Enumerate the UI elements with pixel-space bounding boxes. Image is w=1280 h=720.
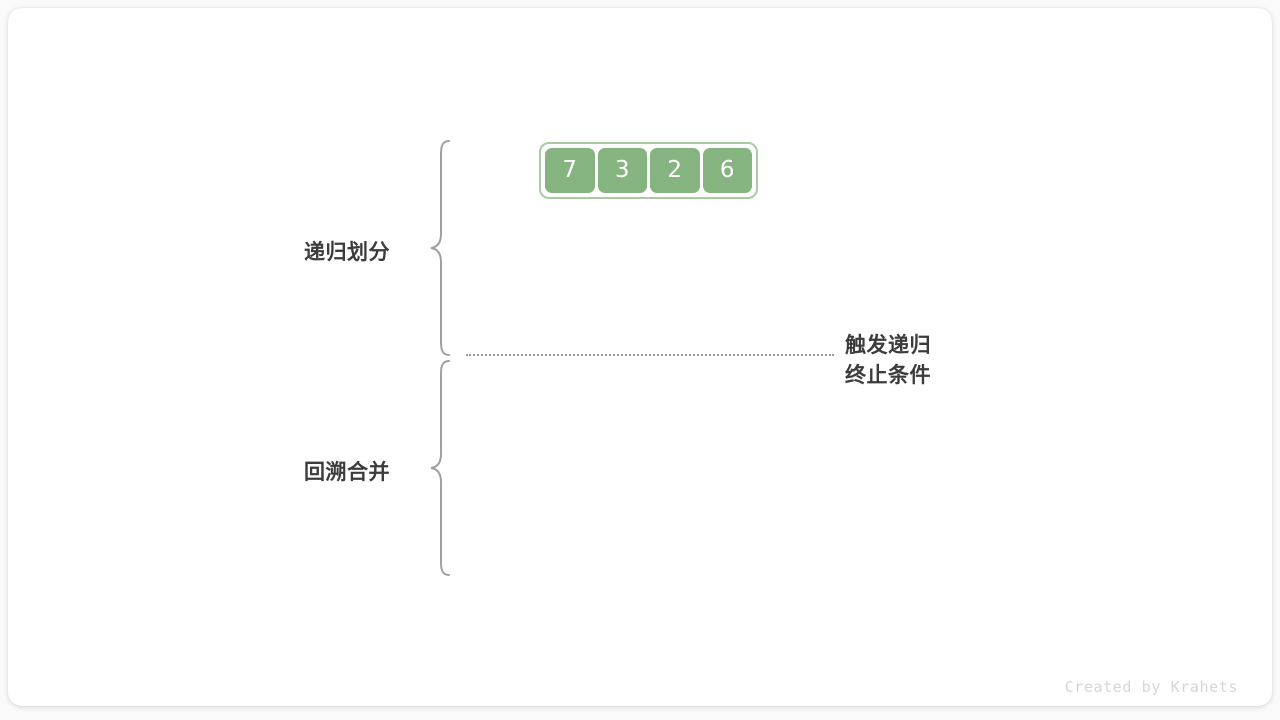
curly-brace-icon — [428, 138, 454, 363]
array-container: 7 3 2 6 — [539, 142, 758, 199]
array-cell: 6 — [702, 148, 752, 193]
recursion-base-case-divider — [466, 354, 834, 356]
array-cell: 3 — [597, 148, 647, 193]
base-case-annotation-line2: 终止条件 — [845, 363, 931, 387]
section-label-merge: 回溯合并 — [304, 460, 390, 484]
array-cell: 7 — [545, 148, 595, 193]
curly-brace-icon — [428, 358, 454, 583]
figure-card — [8, 8, 1272, 706]
array-cell: 2 — [650, 148, 700, 193]
base-case-annotation-line1: 触发递归 — [845, 333, 931, 357]
section-label-divide: 递归划分 — [304, 240, 390, 264]
base-case-annotation: 触发递归 终止条件 — [845, 330, 931, 390]
watermark-credit: Created by Krahets — [1064, 678, 1238, 696]
